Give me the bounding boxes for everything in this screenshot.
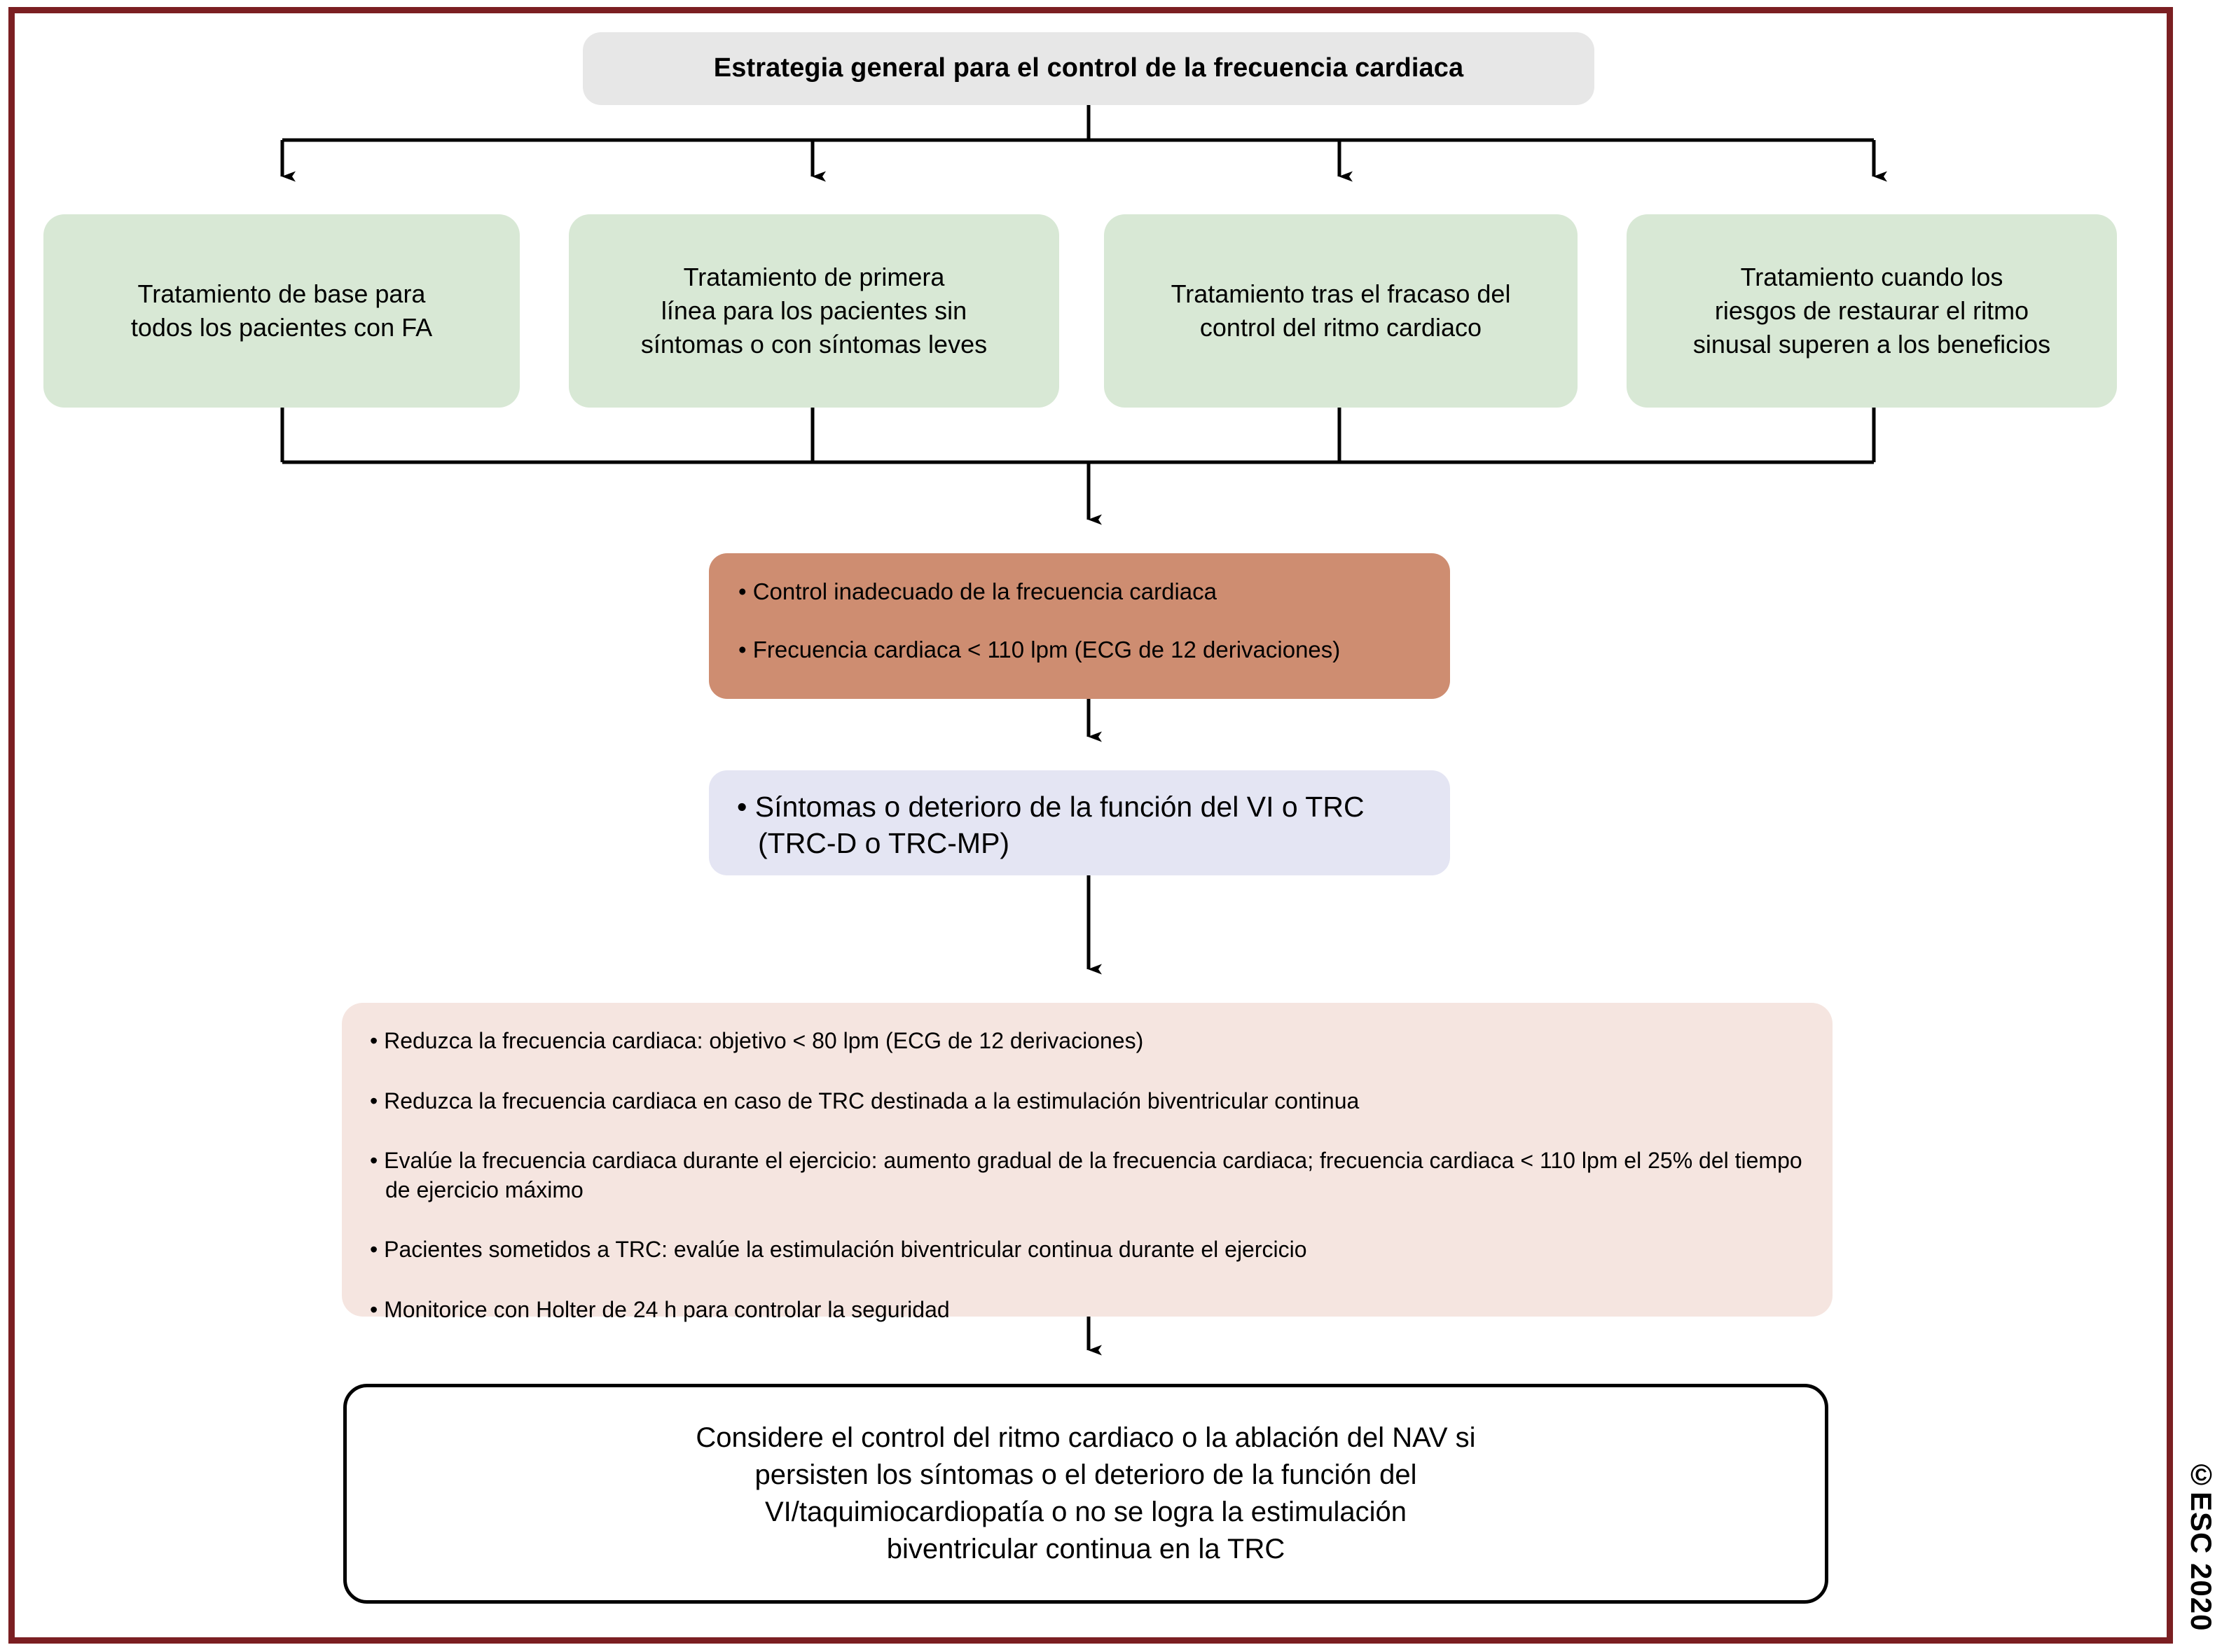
management-bullet: • Reduzca la frecuencia cardiaca en caso… bbox=[370, 1088, 1360, 1113]
management-bullet: • Evalúe la frecuencia cardiaca durante … bbox=[370, 1148, 1802, 1202]
management-bullet: • Reduzca la frecuencia cardiaca: objeti… bbox=[370, 1028, 1144, 1053]
branch-line-2: todos los pacientes con FA bbox=[130, 313, 433, 342]
branch-box-baseline-treatment: Tratamiento de base para todos los pacie… bbox=[43, 214, 520, 408]
copyright-label: ©ESC 2020 bbox=[2185, 1457, 2218, 1631]
branch-box-first-line-treatment: Tratamiento de primera línea para los pa… bbox=[569, 214, 1059, 408]
management-bullet: • Monitorice con Holter de 24 h para con… bbox=[370, 1296, 950, 1322]
assessment-box: • Control inadecuado de la frecuencia ca… bbox=[709, 553, 1450, 699]
branch-line-2: riesgos de restaurar el ritmo bbox=[1714, 296, 2029, 326]
branch-line-3: sinusal superen a los beneficios bbox=[1692, 329, 2051, 359]
branch-box-after-rhythm-control-failure: Tratamiento tras el fracaso del control … bbox=[1104, 214, 1578, 408]
bottom-merge-bar bbox=[280, 408, 1876, 525]
branch-line-2: control del ritmo cardiaco bbox=[1199, 313, 1482, 342]
top-distributor bbox=[280, 105, 1887, 182]
title-box: Estrategia general para el control de la… bbox=[583, 32, 1594, 105]
branch-box-text: Tratamiento cuando los riesgos de restau… bbox=[1627, 261, 2117, 361]
management-bullet: • Pacientes sometidos a TRC: evalúe la e… bbox=[370, 1237, 1307, 1263]
branch-line-3: síntomas o con síntomas leves bbox=[640, 329, 988, 359]
symptoms-bullet: • Síntomas o deterioro de la función del… bbox=[737, 791, 1365, 860]
symptoms-box: • Síntomas o deterioro de la función del… bbox=[709, 770, 1450, 875]
branch-box-text: Tratamiento de base para todos los pacie… bbox=[43, 277, 520, 345]
page-title: Estrategia general para el control de la… bbox=[713, 53, 1464, 83]
management-box: • Reduzca la frecuencia cardiaca: objeti… bbox=[342, 1003, 1833, 1322]
assessment-bullet: • Frecuencia cardiaca < 110 lpm (ECG de … bbox=[738, 637, 1341, 663]
branch-box-risks-outweigh-benefits: Tratamiento cuando los riesgos de restau… bbox=[1627, 214, 2117, 408]
branch-line-2: línea para los pacientes sin bbox=[661, 296, 967, 326]
branch-line-1: Tratamiento cuando los bbox=[1740, 263, 2003, 292]
outcome-line-3: VI/taquimiocardiopatía o no se logra la … bbox=[764, 1497, 1407, 1527]
branch-box-text: Tratamiento de primera línea para los pa… bbox=[569, 261, 1059, 361]
outcome-line-1: Considere el control del ritmo cardiaco … bbox=[696, 1422, 1476, 1454]
outcome-box: Considere el control del ritmo cardiaco … bbox=[343, 1384, 1828, 1604]
assessment-bullet: • Control inadecuado de la frecuencia ca… bbox=[738, 578, 1217, 604]
branch-line-1: Tratamiento de base para bbox=[137, 279, 426, 309]
branch-line-1: Tratamiento de primera bbox=[683, 263, 945, 292]
outcome-line-4: biventricular continua en la TRC bbox=[886, 1533, 1285, 1564]
outcome-line-2: persisten los síntomas o el deterioro de… bbox=[754, 1459, 1417, 1491]
branch-box-text: Tratamiento tras el fracaso del control … bbox=[1104, 277, 1578, 345]
branch-line-1: Tratamiento tras el fracaso del bbox=[1171, 279, 1511, 309]
outcome-text: Considere el control del ritmo cardiaco … bbox=[347, 1420, 1825, 1567]
